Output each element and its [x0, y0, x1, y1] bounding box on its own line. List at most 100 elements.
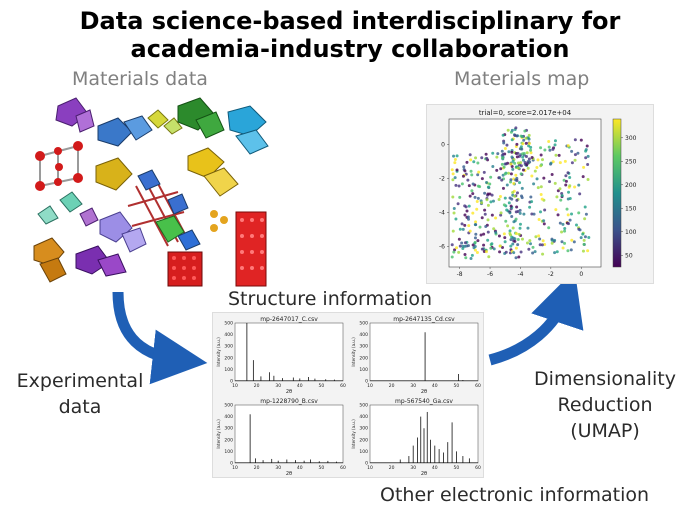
- umap-point: [471, 211, 475, 215]
- umap-point: [513, 133, 517, 137]
- umap-point: [516, 243, 520, 247]
- colorbar-tick-label: 150: [625, 205, 637, 212]
- umap-point: [531, 251, 535, 255]
- umap-point: [486, 230, 490, 234]
- umap-point: [474, 156, 478, 160]
- colorbar-tick-label: 250: [625, 158, 637, 165]
- umap-point: [453, 157, 457, 161]
- umap-point: [507, 150, 511, 154]
- umap-point: [491, 151, 495, 155]
- arrow-to-materials-map: [488, 269, 584, 366]
- umap-point: [515, 191, 519, 195]
- umap-point: [527, 247, 531, 251]
- dimensionality-line3: (UMAP): [570, 420, 640, 442]
- umap-point: [524, 141, 528, 145]
- umap-point: [527, 157, 531, 161]
- umap-point: [470, 253, 474, 257]
- umap-point: [473, 195, 477, 199]
- umap-point: [583, 217, 587, 221]
- umap-point: [541, 239, 545, 243]
- umap-point: [568, 175, 572, 179]
- umap-point: [463, 169, 467, 173]
- umap-point: [514, 246, 518, 250]
- umap-point: [518, 226, 522, 230]
- materials-map-label: Materials map: [454, 68, 590, 90]
- umap-point: [516, 161, 520, 165]
- umap-point: [563, 229, 567, 233]
- umap-point: [454, 183, 458, 187]
- umap-point: [577, 211, 581, 215]
- umap-point: [502, 203, 506, 207]
- umap-point: [468, 194, 472, 198]
- umap-point: [579, 138, 583, 142]
- umap-point: [566, 197, 570, 201]
- umap-point: [536, 186, 540, 190]
- umap-point: [482, 243, 486, 247]
- umap-point: [467, 184, 471, 188]
- umap-point: [513, 161, 517, 165]
- umap-point: [490, 193, 494, 197]
- umap-point: [486, 218, 490, 222]
- umap-point: [461, 246, 465, 250]
- umap-point: [538, 237, 542, 241]
- xrd-ytick-label: 0: [365, 379, 368, 385]
- umap-point: [508, 211, 512, 215]
- umap-point: [550, 237, 554, 241]
- umap-point: [514, 256, 518, 260]
- umap-point: [522, 152, 526, 156]
- umap-point: [529, 148, 533, 152]
- umap-point: [538, 210, 542, 214]
- xrd-xtick-label: 30: [275, 383, 281, 389]
- umap-point: [454, 217, 458, 221]
- umap-point: [451, 229, 455, 233]
- umap-point: [489, 246, 493, 250]
- umap-point: [520, 135, 524, 139]
- experimental-data-label: Experimental data: [0, 368, 160, 420]
- umap-point: [515, 205, 519, 209]
- umap-point: [573, 153, 577, 157]
- umap-point: [516, 166, 520, 170]
- umap-point: [501, 186, 505, 190]
- umap-point: [504, 162, 508, 166]
- umap-point: [561, 222, 565, 226]
- xrd-xtick-label: 20: [389, 465, 395, 471]
- umap-point: [509, 178, 513, 182]
- umap-point: [490, 242, 494, 246]
- umap-point: [529, 151, 533, 155]
- umap-point: [514, 217, 518, 221]
- umap-point: [470, 189, 474, 193]
- umap-point: [514, 173, 518, 177]
- diagram-title-line1: Data science-based interdisciplinary for: [79, 7, 621, 35]
- xrd-ylabel: Intensity (a.u.): [216, 337, 221, 367]
- umap-point: [483, 191, 487, 195]
- umap-point: [490, 213, 494, 217]
- umap-point: [468, 153, 472, 157]
- umap-point: [556, 189, 560, 193]
- umap-point: [526, 166, 530, 170]
- umap-point: [460, 182, 464, 186]
- umap-point: [476, 239, 480, 243]
- umap-point: [466, 178, 470, 182]
- umap-point: [559, 198, 563, 202]
- umap-point: [504, 219, 508, 223]
- umap-point: [541, 252, 545, 256]
- xrd-ytick-label: 500: [224, 321, 233, 327]
- umap-point: [502, 232, 506, 236]
- umap-point: [528, 205, 532, 209]
- xrd-xtick-label: 10: [232, 465, 238, 471]
- umap-point: [461, 174, 465, 178]
- umap-point: [510, 235, 514, 239]
- umap-point: [485, 198, 489, 202]
- umap-point: [455, 168, 459, 172]
- umap-point: [533, 250, 537, 254]
- umap-point: [563, 227, 567, 231]
- umap-point: [521, 158, 525, 162]
- umap-point: [540, 243, 544, 247]
- umap-point: [560, 194, 564, 198]
- umap-point: [572, 240, 576, 244]
- umap-point: [511, 226, 515, 230]
- umap-point: [539, 164, 543, 168]
